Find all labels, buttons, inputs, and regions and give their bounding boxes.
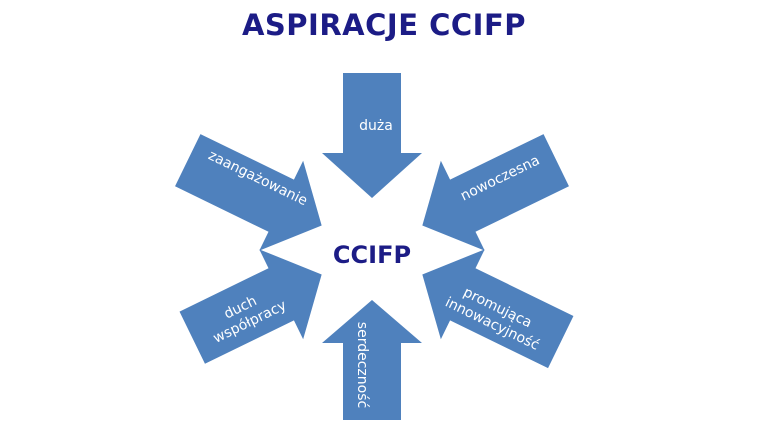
arrow-promujaca-innowacyjnosc [422, 249, 574, 369]
label-duza: duża [359, 118, 393, 134]
label-serdecznosc: serdeczność [354, 322, 370, 408]
arrow-serdecznosc [322, 300, 422, 420]
arrow-nowoczesna [422, 134, 569, 251]
arrow-zaangazowanie [175, 134, 322, 251]
arrow-duza [322, 73, 422, 198]
arrow-duch-wspolpracy [179, 249, 322, 364]
slide-title: ASPIRACJE CCIFP [241, 8, 527, 42]
center-label: CCIFP [333, 241, 411, 269]
